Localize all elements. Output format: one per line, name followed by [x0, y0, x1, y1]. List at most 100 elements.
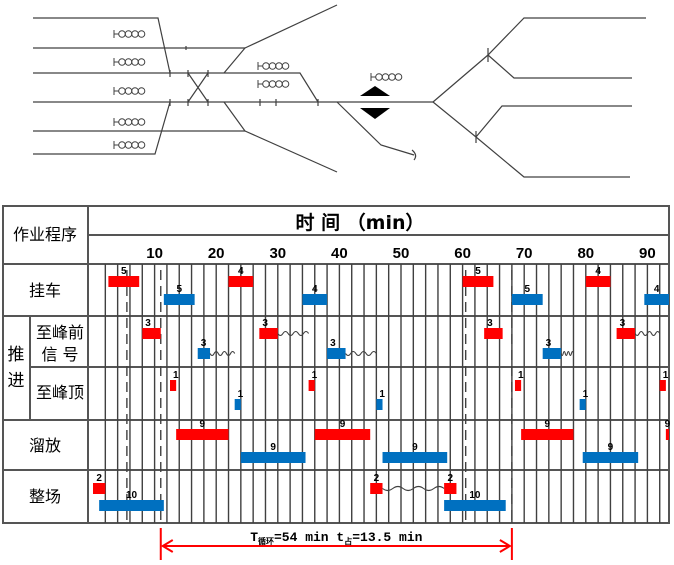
bar-duration-label: 9 [340, 419, 346, 430]
bar-tidy-red [370, 483, 383, 494]
bar-push-signal-red [142, 328, 161, 339]
bar-duration-label: 1 [518, 370, 524, 381]
bar-push-signal-red [484, 328, 503, 339]
x-tick-label: 60 [454, 245, 471, 262]
bar-duration-label: 3 [145, 318, 151, 329]
bar-push-top-red [170, 380, 177, 391]
bar-duration-label: 1 [312, 370, 318, 381]
arrow-head-right [499, 539, 512, 553]
time-grid [104, 264, 661, 523]
bar-duration-label: 3 [620, 318, 626, 329]
bar-couple-blue [302, 294, 328, 305]
x-tick-label: 50 [393, 245, 410, 262]
bar-duration-label: 5 [176, 284, 182, 295]
bar-duration-label: 3 [487, 318, 493, 329]
bar-duration-label: 4 [238, 266, 244, 277]
bar-duration-label: 5 [475, 266, 481, 277]
bar-couple-blue [163, 294, 195, 305]
bar-push-top-red [308, 380, 315, 391]
waiting-wave-line [382, 485, 445, 492]
yard-track-diagram [33, 4, 646, 178]
bar-duration-label: 9 [545, 419, 551, 430]
bar-duration-label: 2 [96, 473, 102, 484]
bar-couple-red [462, 276, 494, 287]
bar-duration-label: 9 [412, 442, 418, 453]
row-label-push-signal: 信 号 [41, 345, 78, 364]
row-label-tidy: 整场 [29, 487, 61, 506]
table-border [2, 205, 670, 524]
cycle-time-label: T循环=54 min t占=13.5 min [250, 530, 422, 547]
time-header: 时 间 （min） [295, 211, 424, 234]
bar-duration-label: 1 [583, 389, 589, 400]
waiting-wave-line [209, 350, 236, 357]
corner-header: 作业程序 [13, 225, 77, 244]
x-tick-label: 70 [516, 245, 533, 262]
bar-duration-label: 2 [374, 473, 380, 484]
train-icons [113, 30, 403, 149]
bar-couple-red [108, 276, 140, 287]
bar-duration-label: 1 [238, 389, 244, 400]
bar-push-top-blue [579, 399, 586, 410]
row-label-push: 推 [8, 345, 25, 365]
bar-push-signal-blue [327, 348, 346, 359]
bar-duration-label: 2 [447, 473, 453, 484]
row-label-slide: 溜放 [29, 436, 61, 455]
bar-duration-label: 3 [546, 338, 552, 349]
bar-duration-label: 9 [270, 442, 276, 453]
bar-duration-label: 1 [379, 389, 385, 400]
bar-slide-blue [582, 452, 639, 463]
arrow-head-left [160, 539, 174, 553]
bar-couple-red [228, 276, 254, 287]
hump-triangle-icon [360, 86, 390, 119]
bar-slide-red [521, 429, 574, 440]
track-lines [33, 4, 646, 178]
bar-tidy-blue [444, 500, 506, 511]
bar-duration-label: 9 [665, 419, 671, 430]
waiting-wave-line [277, 330, 310, 337]
bar-tidy-red [93, 483, 106, 494]
bar-duration-label: 3 [330, 338, 336, 349]
bar-duration-label: 4 [312, 284, 318, 295]
bar-slide-blue [382, 452, 448, 463]
bar-couple-red [585, 276, 611, 287]
bar-duration-label: 1 [173, 370, 179, 381]
cycle-annotation: T循环=54 min t占=13.5 min [159, 528, 513, 560]
bar-slide-red [314, 429, 371, 440]
x-tick-label: 40 [331, 245, 348, 262]
bar-duration-label: 10 [126, 490, 138, 501]
waiting-wave-line [634, 330, 661, 337]
bar-tidy-blue [99, 500, 164, 511]
bar-push-signal-blue [197, 348, 211, 359]
bar-push-top-blue [234, 399, 241, 410]
bar-duration-label: 5 [121, 266, 127, 277]
x-tick-label: 80 [577, 245, 594, 262]
waiting-wave-line [345, 350, 377, 357]
row-label-push-top: 至峰顶 [36, 383, 84, 402]
chart-frame [2, 205, 670, 524]
row-label-couple: 挂车 [29, 281, 61, 300]
bar-duration-label: 4 [595, 266, 601, 277]
row-label-push: 进 [8, 371, 25, 391]
bar-duration-label: 5 [524, 284, 530, 295]
bar-slide-red [665, 429, 669, 440]
bar-duration-label: 4 [654, 284, 660, 295]
bar-duration-label: 3 [201, 338, 207, 349]
row-label-push-signal: 至峰前 [36, 323, 84, 342]
bar-duration-label: 9 [200, 419, 206, 430]
bar-push-signal-red [259, 328, 278, 339]
bar-slide-red [176, 429, 229, 440]
bar-duration-label: 3 [262, 318, 268, 329]
bar-tidy-red [444, 483, 457, 494]
x-tick-label: 20 [208, 245, 225, 262]
x-tick-label: 30 [269, 245, 286, 262]
bar-push-top-red [514, 380, 522, 391]
x-tick-label: 10 [146, 245, 163, 262]
bar-duration-label: 9 [608, 442, 614, 453]
bar-duration-label: 10 [469, 490, 481, 501]
bar-push-top-red [659, 380, 666, 391]
bar-couple-blue [511, 294, 543, 305]
bar-push-signal-red [616, 328, 636, 339]
